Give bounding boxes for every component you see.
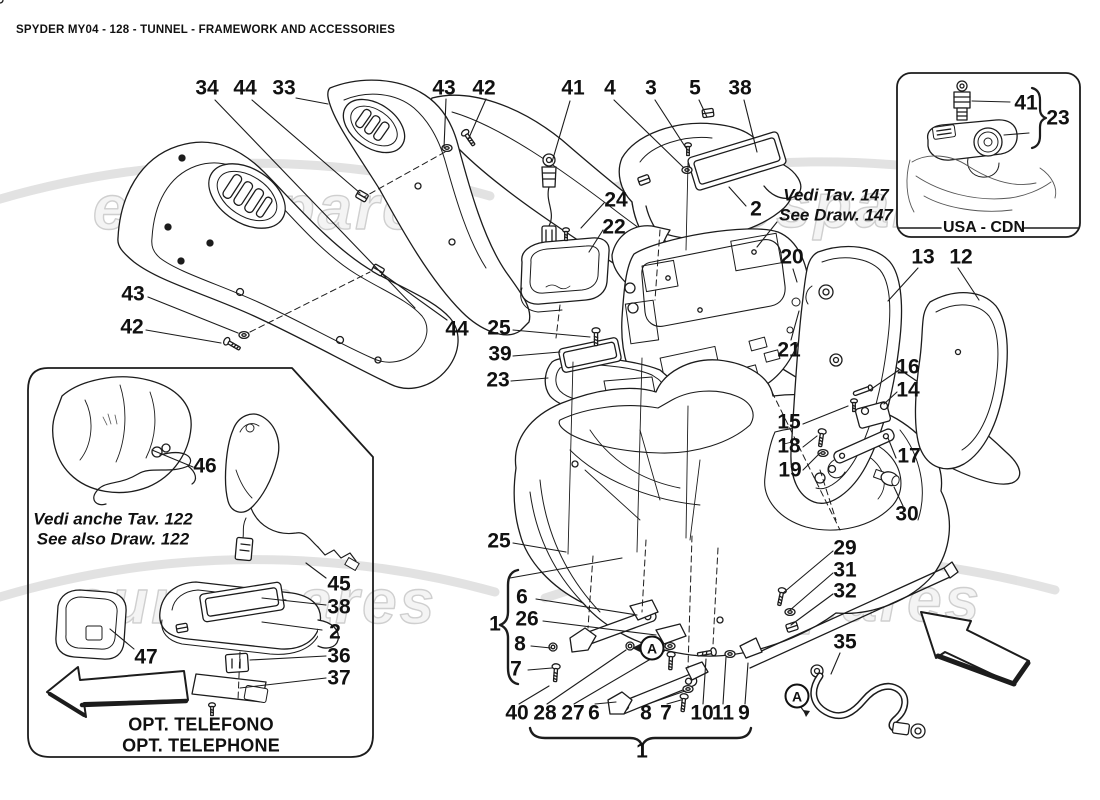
usa-cdn-label: USA - CDN	[942, 219, 1026, 236]
part-label-16: 16	[896, 355, 920, 379]
part-label-42: 42	[472, 76, 496, 100]
cover-47	[55, 589, 127, 660]
part-label-10: 10	[690, 701, 714, 725]
part-label-40: 40	[505, 701, 529, 725]
part-label-2: 2	[750, 197, 762, 221]
part-label-30: 30	[895, 502, 919, 526]
part-label-37: 37	[327, 666, 351, 690]
part-label-3: 3	[645, 76, 657, 100]
part-label-6: 6	[516, 585, 528, 609]
part-label-15: 15	[777, 410, 801, 434]
part-label-5: 5	[689, 76, 701, 100]
electronics-unit	[611, 225, 810, 405]
part-label-29: 29	[833, 536, 857, 560]
part-label-34: 34	[195, 76, 219, 100]
part-label-2: 2	[329, 620, 341, 644]
callout-marker-A: A	[639, 635, 665, 661]
part-label-31: 31	[833, 558, 857, 582]
part-label-41: 41	[561, 76, 585, 100]
part-label-12: 12	[949, 245, 973, 269]
part-label-43: 43	[432, 76, 456, 100]
part-label-4: 4	[604, 76, 616, 100]
part-label-9: 9	[738, 701, 750, 725]
panel-33	[327, 79, 531, 336]
storage-bag-46	[52, 376, 197, 506]
opt-telefono-label: OPT. TELEFONO	[128, 714, 274, 735]
part-label-11: 11	[711, 701, 735, 725]
part-label-44: 44	[233, 76, 257, 100]
part-label-27: 27	[561, 701, 585, 725]
rail-9	[739, 561, 959, 669]
usa-cdn-box	[896, 72, 1081, 238]
handset-45	[224, 413, 360, 571]
opt-telephone-label: OPT. TELEPHONE	[122, 735, 280, 756]
part-label-14: 14	[896, 378, 920, 402]
part-label-41: 41	[1014, 91, 1038, 115]
part-label-20: 20	[780, 245, 804, 269]
part-label-26: 26	[515, 607, 539, 631]
part-label-47: 47	[134, 645, 158, 669]
cable-35	[810, 664, 926, 739]
hinge-parts	[815, 384, 900, 487]
part-label-1: 1	[489, 612, 501, 636]
part-label-23: 23	[486, 368, 510, 392]
ashtray-22	[520, 227, 610, 313]
part-label-44: 44	[445, 317, 469, 341]
part-label-17: 17	[897, 444, 921, 468]
part-label-25: 25	[487, 316, 511, 340]
part-label-6: 6	[588, 701, 600, 725]
braces	[498, 568, 753, 748]
part-label-24: 24	[604, 188, 628, 212]
part-label-33: 33	[272, 76, 296, 100]
part-label-8: 8	[640, 701, 652, 725]
phone-lid-2	[159, 581, 339, 717]
panel-12	[914, 291, 1008, 470]
phone-box	[27, 367, 374, 758]
part-label-21: 21	[777, 338, 801, 362]
panel-34	[117, 141, 459, 389]
part-label-23: 23	[1046, 106, 1070, 130]
part-label-8: 8	[514, 632, 526, 656]
part-label-28: 28	[533, 701, 557, 725]
part-label-46: 46	[193, 454, 217, 478]
page-title: SPYDER MY04 - 128 - TUNNEL - FRAMEWORK A…	[16, 24, 396, 36]
part-label-7: 7	[660, 701, 672, 725]
leader-lines	[109, 97, 1030, 717]
part-label-38: 38	[327, 595, 351, 619]
part-label-25: 25	[487, 529, 511, 553]
part-label-19: 19	[778, 458, 802, 482]
part-label-18: 18	[777, 434, 801, 458]
part-label-38: 38	[728, 76, 752, 100]
callout-marker-A: A	[784, 683, 810, 709]
part-label-39: 39	[488, 342, 512, 366]
phone-arrow-icon	[46, 666, 189, 718]
part-label-36: 36	[327, 644, 351, 668]
part-label-1: 1	[636, 739, 648, 763]
part-label-7: 7	[510, 657, 522, 681]
part-label-32: 32	[833, 579, 857, 603]
part-label-43: 43	[121, 282, 145, 306]
part-label-45: 45	[327, 572, 351, 596]
part-label-13: 13	[911, 245, 935, 269]
part-label-35: 35	[833, 630, 857, 654]
part-label-42: 42	[120, 315, 144, 339]
part-label-22: 22	[602, 215, 626, 239]
direction-arrow-icon	[920, 611, 1031, 687]
